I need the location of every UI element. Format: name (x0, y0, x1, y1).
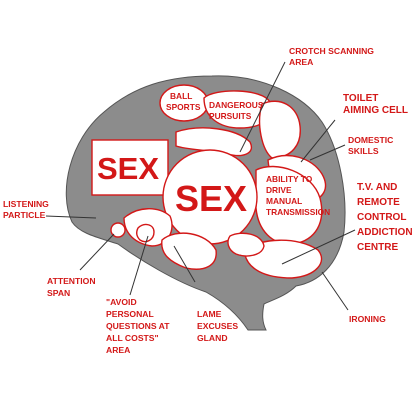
drive-manual-label: ABILITY TO DRIVE MANUAL TRANSMISSION (266, 174, 330, 217)
tv-remote-lobe (243, 239, 323, 279)
sex-center-label: SEX (175, 178, 247, 219)
avoid-line (129, 235, 149, 296)
tv-line (281, 229, 356, 265)
dangerous-pursuits-label: DANGEROUS PURSUITS (209, 100, 266, 121)
attention-span-label: ATTENTION SPAN (47, 276, 98, 298)
sex-box-label: SEX (97, 151, 159, 186)
domestic-line (309, 144, 346, 161)
crotch-scanning-label: CROTCH SCANNING AREA (289, 46, 376, 67)
ball-sports-label: BALL SPORTS (166, 91, 201, 112)
upper-right-lobe (258, 100, 301, 159)
attention-line (79, 233, 115, 271)
listening-particle-label: LISTENING PARTICLE (3, 199, 51, 220)
drive-manual-lobe (255, 165, 323, 245)
domestic-skills-label: DOMESTIC SKILLS (348, 135, 396, 156)
lower-middle-lobe (161, 232, 217, 270)
crotch-line (239, 61, 286, 153)
lame-excuses-label: LAME EXCUSES GLAND (197, 309, 240, 343)
lower-right-lobe (227, 232, 265, 257)
toilet-aiming-label: TOILET AIMING CELL (343, 93, 408, 116)
lame-line (173, 245, 196, 283)
avoid-questions-lobe (135, 223, 155, 243)
listening-line (45, 215, 97, 219)
toilet-line (300, 119, 336, 163)
middle-lobe (175, 127, 253, 157)
ironing-label: IRONING (349, 314, 386, 324)
sex-box-lobe (91, 139, 169, 196)
avoid-questions-label: "AVOID PERSONAL QUESTIONS AT ALL COSTS" … (106, 297, 172, 355)
tv-remote-label: T.V. AND REMOTE CONTROL ADDICTION CENTRE (357, 182, 415, 253)
listening-particle-dot (110, 222, 126, 238)
ironing-line (321, 271, 349, 311)
